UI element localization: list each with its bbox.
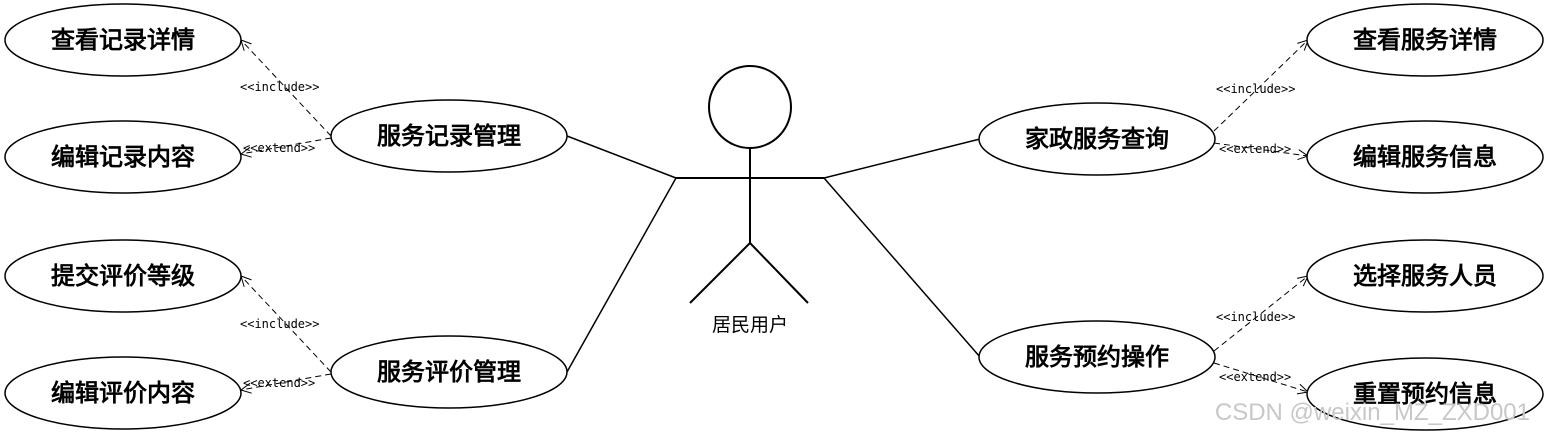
use-case-view-record[interactable]: 查看记录详情 (4, 3, 242, 77)
use-case-service-review-mgmt[interactable]: 服务评价管理 (330, 335, 568, 409)
include-view-record (241, 40, 332, 137)
stereo-extend-1: <<extend>> (243, 141, 315, 155)
stereo-include-1: <<include>> (240, 80, 319, 94)
use-case-label: 服务记录管理 (377, 121, 521, 150)
associations (566, 135, 981, 373)
use-case-reset-booking[interactable]: 重置预约信息 (1306, 357, 1544, 431)
extend-edit-record (241, 137, 332, 154)
use-case-choose-staff[interactable]: 选择服务人员 (1306, 239, 1544, 313)
use-case-booking-ops[interactable]: 服务预约操作 (978, 320, 1216, 394)
use-case-submit-rating[interactable]: 提交评价等级 (4, 239, 242, 313)
extend-edit-review (241, 373, 332, 390)
assoc-query (823, 138, 981, 179)
use-case-label: 服务预约操作 (1025, 342, 1169, 371)
assoc-record-mgmt (566, 135, 677, 179)
watermark: CSDN @weixin_MZ_ZXD001 (1215, 399, 1530, 426)
stereo-extend-2: <<extend>> (243, 376, 315, 390)
stereo-include-3: <<include>> (1216, 82, 1295, 96)
actor-label: 居民用户 (712, 314, 788, 336)
stereo-include-2: <<include>> (240, 317, 319, 331)
include-submit-rating (241, 276, 332, 373)
use-case-edit-record[interactable]: 编辑记录内容 (4, 120, 242, 194)
use-case-housekeeping-query[interactable]: 家政服务查询 (978, 102, 1216, 176)
use-case-label: 选择服务人员 (1353, 261, 1497, 290)
use-case-label: 查看服务详情 (1353, 25, 1497, 54)
include-choose-staff (1213, 276, 1308, 352)
relationships (241, 40, 1308, 392)
use-case-label: 家政服务查询 (1025, 124, 1169, 153)
include-view-service (1213, 40, 1308, 132)
stereo-extend-3: <<extend>> (1219, 142, 1291, 156)
use-case-edit-service[interactable]: 编辑服务信息 (1306, 120, 1544, 194)
extend-reset-booking (1213, 362, 1308, 392)
use-case-label: 重置预约信息 (1353, 379, 1497, 408)
assoc-booking (823, 177, 981, 358)
use-case-label: 查看记录详情 (51, 25, 195, 54)
use-case-label: 编辑服务信息 (1353, 142, 1497, 171)
stereotype-labels: <<include>> <<extend>> <<include>> <<ext… (240, 80, 1295, 390)
use-case-edit-review[interactable]: 编辑评价内容 (4, 356, 242, 430)
use-case-view-service[interactable]: 查看服务详情 (1306, 3, 1544, 77)
stereo-include-4: <<include>> (1216, 310, 1295, 324)
use-case-label: 提交评价等级 (51, 261, 195, 290)
extend-edit-service (1213, 142, 1308, 156)
use-case-label: 编辑记录内容 (51, 142, 195, 171)
use-case-label: 编辑评价内容 (51, 378, 195, 407)
use-case-service-record-mgmt[interactable]: 服务记录管理 (330, 99, 568, 173)
actor-resident[interactable] (676, 65, 824, 304)
assoc-review-mgmt (566, 177, 677, 373)
use-case-label: 服务评价管理 (377, 357, 521, 386)
stereo-extend-4: <<extend>> (1219, 370, 1291, 384)
